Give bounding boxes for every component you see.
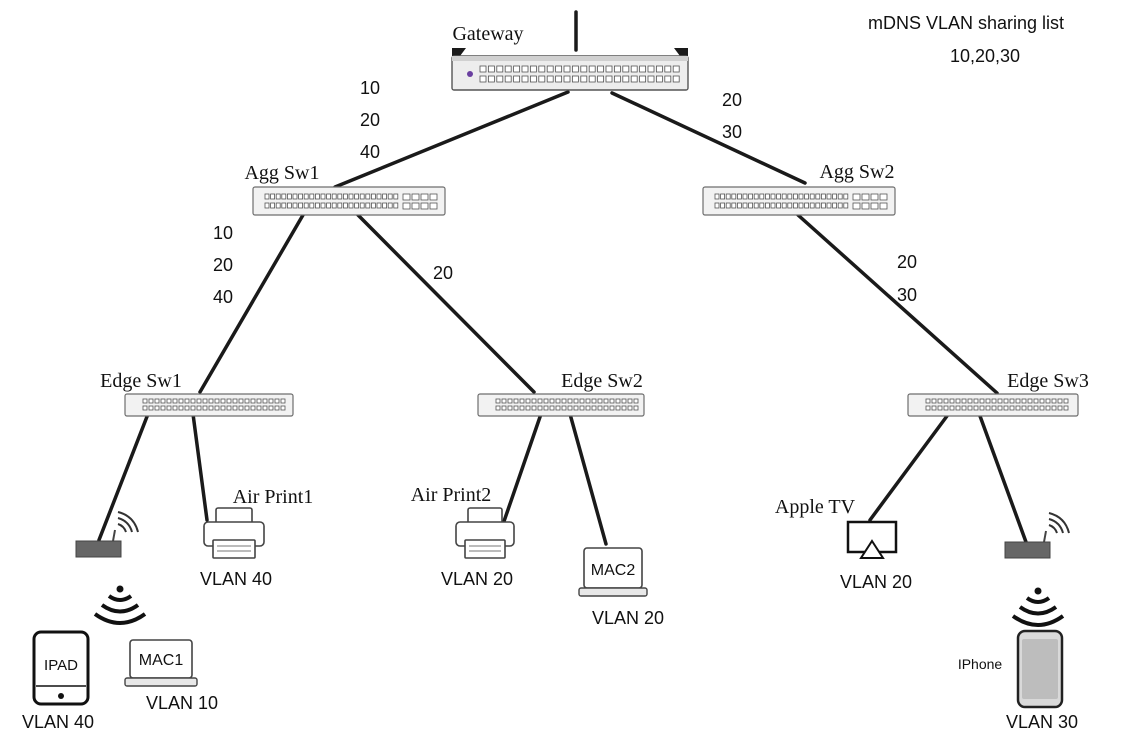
link-agg1-edge2 (356, 213, 536, 394)
printer-icon-1 (203, 507, 265, 559)
link-agg1-edge1 (198, 213, 305, 394)
link-vlan-tag: 20 (897, 252, 917, 272)
link-gateway-agg2 (610, 91, 807, 185)
sharing-list-title: mDNS VLAN sharing list (868, 13, 1064, 33)
ipad-vlan: VLAN 40 (22, 712, 94, 732)
airprint2-name: Air Print2 (411, 484, 492, 506)
edge-switch-1 (124, 393, 294, 417)
link-vlan-tag: 30 (897, 285, 917, 305)
access-point-1 (75, 511, 139, 558)
airprint1-vlan: VLAN 40 (200, 569, 272, 589)
link-vlan-tag: 20 (433, 263, 453, 283)
appletv-name: Apple TV (775, 496, 856, 518)
link-vlan-tag: 20 (213, 255, 233, 275)
laptop-icon-mac2 (578, 547, 648, 597)
agg2-label: Agg Sw2 (819, 161, 894, 183)
link-edge2-mac2 (568, 412, 608, 546)
gateway-switch (451, 48, 689, 91)
edge1-label: Edge Sw1 (100, 370, 182, 392)
airprint2-vlan: VLAN 20 (441, 569, 513, 589)
link-edge3-ap2 (978, 414, 1028, 544)
wifi-signal-icon-1 (93, 585, 147, 625)
link-edge3-appletv (868, 414, 949, 522)
phone-icon (1016, 629, 1064, 709)
mac2-name: MAC2 (591, 562, 636, 579)
link-vlan-tag: 20 (360, 110, 380, 130)
mac1-vlan: VLAN 10 (146, 693, 218, 713)
gateway-label: Gateway (452, 23, 523, 45)
tablet-icon (32, 630, 90, 706)
link-vlan-tag: 20 (722, 90, 742, 110)
wifi-signal-icon-2 (1011, 587, 1065, 627)
link-edge1-ap1 (97, 412, 150, 542)
link-vlan-tag: 10 (213, 223, 233, 243)
sharing-list-values: 10,20,30 (950, 46, 1020, 66)
agg1-label: Agg Sw1 (244, 162, 319, 184)
edge2-label: Edge Sw2 (561, 370, 643, 392)
apple-tv-icon (846, 520, 898, 559)
mac1-name: MAC1 (139, 652, 184, 669)
agg-switch-2 (702, 186, 896, 216)
printer-icon-2 (455, 507, 515, 559)
edge-switch-2 (477, 393, 645, 417)
access-point-2 (1004, 512, 1070, 559)
edge-switch-3 (907, 393, 1079, 417)
iphone-name: IPhone (958, 656, 1003, 672)
link-vlan-tag: 40 (213, 287, 233, 307)
appletv-vlan: VLAN 20 (840, 572, 912, 592)
link-vlan-tag: 30 (722, 122, 742, 142)
link-gateway-agg1 (333, 90, 570, 189)
edge3-label: Edge Sw3 (1007, 370, 1089, 392)
link-edge2-airprint2 (499, 412, 543, 532)
agg-switch-1 (252, 186, 446, 216)
ipad-name: IPAD (44, 657, 78, 674)
iphone-vlan: VLAN 30 (1006, 712, 1078, 732)
link-agg2-edge3 (796, 213, 999, 395)
link-vlan-tag: 40 (360, 142, 380, 162)
link-vlan-tag: 10 (360, 78, 380, 98)
link-edge1-airprint1 (191, 412, 209, 522)
laptop-icon-mac1 (124, 639, 198, 687)
mac2-vlan: VLAN 20 (592, 608, 664, 628)
airprint1-name: Air Print1 (233, 486, 314, 508)
